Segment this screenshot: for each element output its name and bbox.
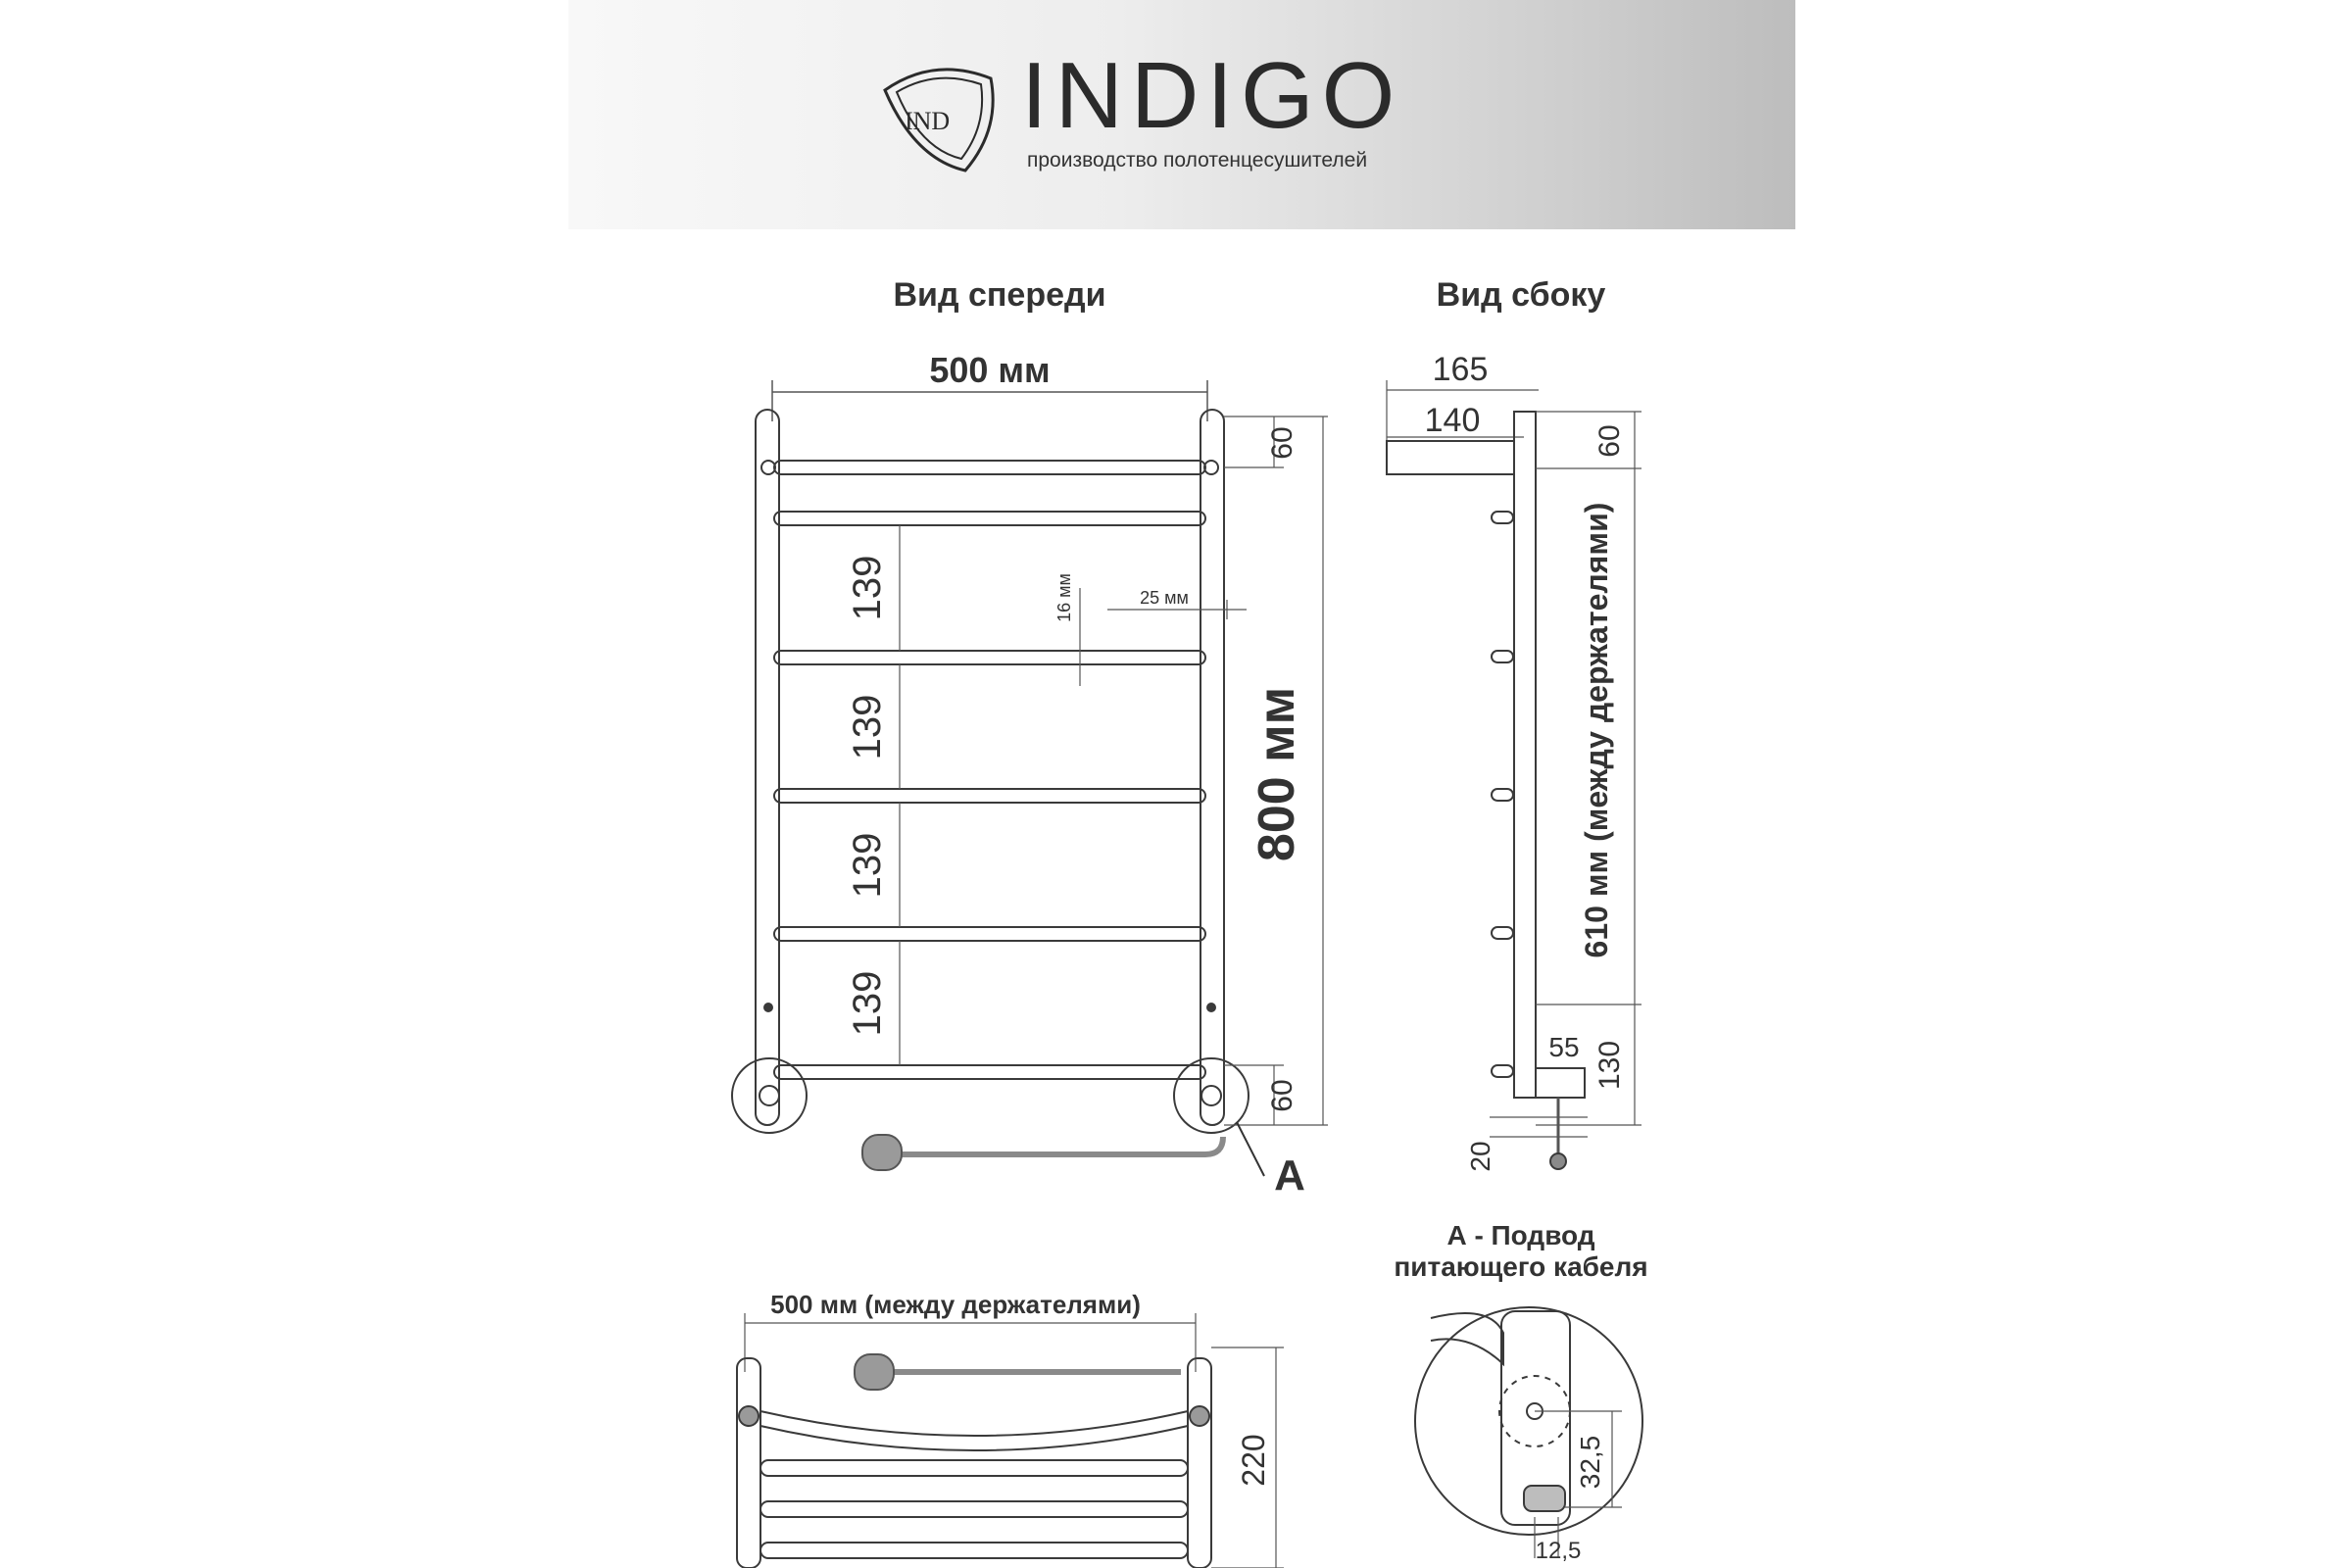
side-top-offset: 60 bbox=[1593, 424, 1626, 457]
front-view-title: Вид спереди bbox=[894, 276, 1106, 314]
spacing-label-1: 139 bbox=[846, 556, 889, 621]
side-bottom-small: 20 bbox=[1465, 1141, 1495, 1171]
detail-title-line2: питающего кабеля bbox=[1394, 1251, 1647, 1282]
side-view bbox=[1386, 380, 1642, 1170]
bottom-width-label: 500 мм (между держателями) bbox=[770, 1290, 1141, 1319]
spacing-label-2: 139 bbox=[846, 695, 889, 760]
front-height-label: 800 мм bbox=[1249, 687, 1305, 861]
bottom-depth-label: 220 bbox=[1236, 1434, 1271, 1486]
front-view bbox=[731, 380, 1328, 1177]
indigo-logo-icon: IND bbox=[883, 68, 995, 172]
pipe-large-label: 25 мм bbox=[1140, 588, 1189, 608]
detail-height-label: 32,5 bbox=[1575, 1436, 1605, 1490]
detail-title-line1: А - Подвод bbox=[1446, 1220, 1594, 1250]
brand-tagline: производство полотенцесушителей bbox=[1027, 149, 1368, 172]
bottom-view bbox=[736, 1313, 1284, 1568]
side-depth-inner: 140 bbox=[1425, 402, 1481, 439]
callout-a: A bbox=[1274, 1152, 1305, 1200]
side-depth-outer: 165 bbox=[1433, 351, 1489, 388]
front-width-label: 500 мм bbox=[929, 350, 1050, 390]
spacing-label-3: 139 bbox=[846, 833, 889, 899]
header-banner bbox=[568, 0, 1795, 229]
side-bottom-height: 130 bbox=[1593, 1041, 1626, 1090]
front-top-offset: 60 bbox=[1266, 426, 1298, 459]
detail-width-label: 12,5 bbox=[1536, 1538, 1582, 1564]
front-bottom-offset: 60 bbox=[1266, 1079, 1298, 1111]
pipe-small-label: 16 мм bbox=[1054, 573, 1074, 622]
brand-name: INDIGO bbox=[1021, 43, 1403, 148]
side-bottom-depth: 55 bbox=[1548, 1032, 1579, 1062]
spacing-label-4: 139 bbox=[846, 971, 889, 1037]
side-view-title: Вид сбоку bbox=[1437, 276, 1606, 314]
detail-a bbox=[1414, 1306, 1643, 1558]
logo-text: IND bbox=[905, 107, 950, 135]
side-between-holders: 610 мм (между держателями) bbox=[1579, 503, 1614, 958]
